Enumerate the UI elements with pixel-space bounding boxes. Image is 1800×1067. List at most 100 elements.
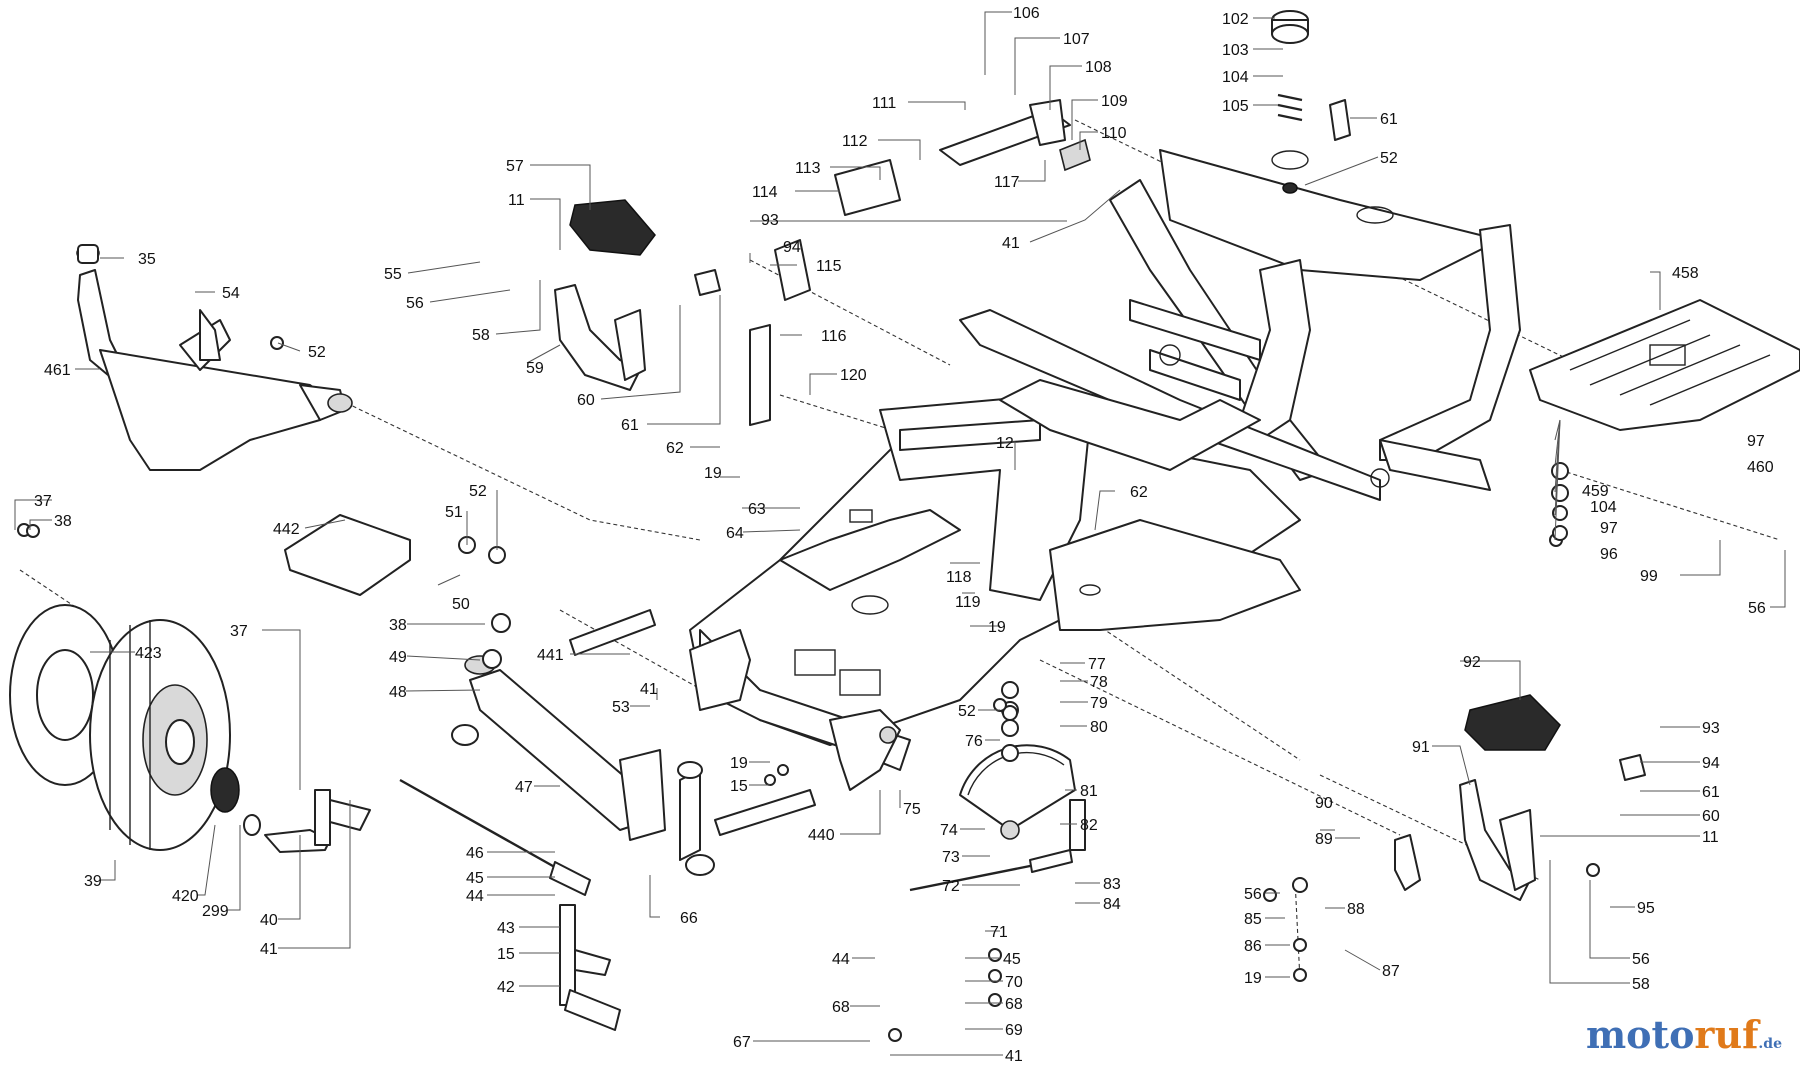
footrest-plates: [284, 514, 816, 836]
callout-19: 19: [988, 619, 1006, 636]
callout-66: 66: [680, 910, 698, 927]
callout-115: 115: [816, 258, 842, 275]
callout-92: 92: [1463, 654, 1481, 671]
callout-44: 44: [466, 888, 484, 905]
callout-19: 19: [730, 755, 748, 772]
callout-116: 116: [821, 328, 847, 345]
callout-45: 45: [1003, 951, 1021, 968]
callout-460: 460: [1747, 459, 1774, 476]
callout-74: 74: [940, 822, 958, 839]
callout-90: 90: [1315, 795, 1333, 812]
callout-68: 68: [1005, 996, 1023, 1013]
callout-442: 442: [273, 521, 300, 538]
callout-55: 55: [384, 266, 402, 283]
callout-118: 118: [946, 569, 972, 586]
callout-78: 78: [1090, 674, 1108, 691]
callout-61: 61: [621, 417, 639, 434]
callout-43: 43: [497, 920, 515, 937]
callout-41: 41: [260, 941, 278, 958]
callout-52: 52: [308, 344, 326, 361]
callout-104: 104: [1590, 499, 1617, 516]
callout-117: 117: [994, 174, 1020, 191]
callout-93: 93: [761, 212, 779, 229]
callout-60: 60: [577, 392, 595, 409]
callout-70: 70: [1005, 974, 1023, 991]
callout-81: 81: [1080, 783, 1098, 800]
callout-60: 60: [1702, 808, 1720, 825]
callout-461: 461: [44, 362, 71, 379]
callout-62: 62: [666, 440, 684, 457]
callout-61: 61: [1702, 784, 1720, 801]
callout-53: 53: [612, 699, 630, 716]
callout-39: 39: [84, 873, 102, 890]
callout-19: 19: [1244, 970, 1262, 987]
callout-52: 52: [958, 703, 976, 720]
callout-77: 77: [1088, 656, 1106, 673]
watermark-part2: ruf: [1694, 1012, 1759, 1057]
callout-79: 79: [1090, 695, 1108, 712]
callout-58: 58: [472, 327, 490, 344]
callout-52: 52: [469, 483, 487, 500]
callout-11: 11: [1702, 829, 1719, 846]
callout-49: 49: [389, 649, 407, 666]
callout-105: 105: [1222, 98, 1249, 115]
callout-102: 102: [1222, 11, 1249, 28]
callout-64: 64: [726, 525, 744, 542]
callout-86: 86: [1244, 938, 1262, 955]
callout-111: 111: [872, 95, 896, 112]
callout-37: 37: [230, 623, 248, 640]
callout-labels: 106 107 108 109 110 111 112 113 114 117 …: [34, 5, 1774, 1065]
callout-459: 459: [1582, 483, 1609, 500]
callout-41: 41: [1002, 235, 1020, 252]
callout-107: 107: [1063, 31, 1090, 48]
callout-420: 420: [172, 888, 199, 905]
callout-59: 59: [526, 360, 544, 377]
callout-38: 38: [389, 617, 407, 634]
callout-94: 94: [1702, 755, 1720, 772]
callout-72: 72: [942, 878, 960, 895]
callout-82: 82: [1080, 817, 1098, 834]
steering-spindles: [264, 789, 621, 1031]
callout-423: 423: [135, 645, 162, 662]
front-axle: [451, 655, 715, 876]
callout-52: 52: [1380, 150, 1398, 167]
callout-42: 42: [497, 979, 515, 996]
callout-84: 84: [1103, 896, 1121, 913]
callout-96: 96: [1600, 546, 1618, 563]
callout-104: 104: [1222, 69, 1249, 86]
callout-91: 91: [1412, 739, 1430, 756]
callout-97: 97: [1600, 520, 1618, 537]
callout-108: 108: [1085, 59, 1112, 76]
callout-76: 76: [965, 733, 983, 750]
callout-58: 58: [1632, 976, 1650, 993]
callout-93: 93: [1702, 720, 1720, 737]
callout-63: 63: [748, 501, 766, 518]
callout-299: 299: [202, 903, 229, 920]
callout-51: 51: [445, 504, 463, 521]
callout-119: 119: [955, 594, 981, 611]
callout-19: 19: [704, 465, 722, 482]
callout-69: 69: [1005, 1022, 1023, 1039]
front-wheels: [9, 604, 261, 851]
callout-80: 80: [1090, 719, 1108, 736]
callout-440: 440: [808, 827, 835, 844]
front-bumper: [76, 244, 353, 471]
callout-38: 38: [54, 513, 72, 530]
callout-112: 112: [842, 133, 868, 150]
callout-40: 40: [260, 912, 278, 929]
callout-73: 73: [942, 849, 960, 866]
callout-56: 56: [406, 295, 424, 312]
callout-441: 441: [537, 647, 564, 664]
callout-85: 85: [1244, 911, 1262, 928]
callout-50: 50: [452, 596, 470, 613]
pedals: [554, 99, 1646, 901]
callout-94: 94: [783, 239, 801, 256]
callout-103: 103: [1222, 42, 1249, 59]
callout-15: 15: [497, 946, 515, 963]
callout-110: 110: [1101, 125, 1127, 142]
tie-rods: [399, 778, 1073, 896]
seat-spring-parts: [1271, 10, 1309, 194]
callout-57: 57: [506, 158, 524, 175]
callout-106: 106: [1013, 5, 1040, 22]
callout-109: 109: [1101, 93, 1128, 110]
